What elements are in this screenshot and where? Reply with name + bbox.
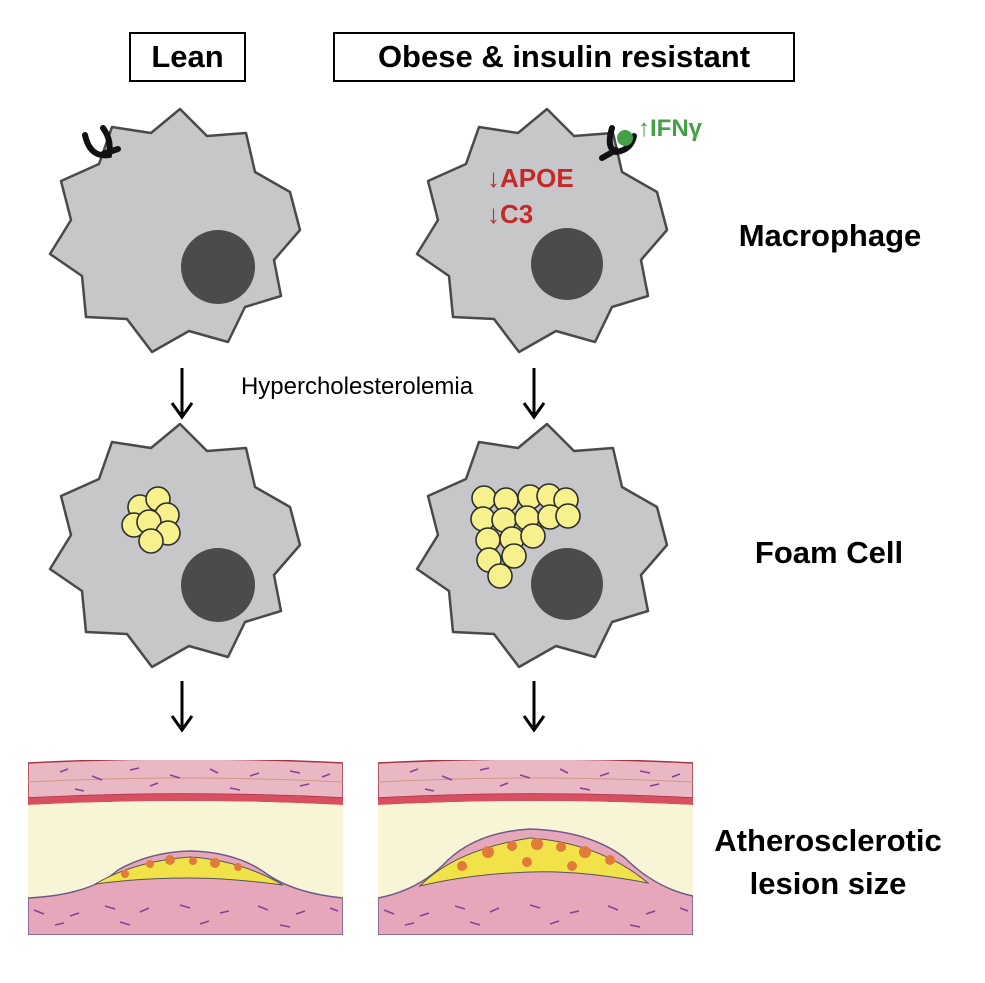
foam-cell-label: Foam Cell: [755, 535, 903, 570]
ifng-label: ↑IFNγ: [638, 115, 703, 142]
obese-macrophage-nucleus: [531, 228, 603, 300]
c3-label: ↓C3: [487, 199, 533, 229]
apoe-label: ↓APOE: [487, 163, 574, 193]
receptor-icon: [82, 125, 121, 159]
hypercholesterolemia-label: Hypercholesterolemia: [241, 373, 474, 400]
down-arrow-icon: [522, 368, 546, 420]
obese-header-label: Obese & insulin resistant: [378, 39, 750, 74]
lean-macrophage-nucleus: [181, 230, 255, 304]
down-arrow-icon: [522, 681, 546, 733]
obese-foam-cell: [415, 422, 669, 669]
lipid-droplet-icon: [121, 486, 181, 554]
lean-header-box: [129, 32, 246, 82]
macrophage-label: Macrophage: [739, 218, 922, 253]
receptor-icon: [599, 125, 637, 161]
lean-artery: [28, 760, 343, 935]
lesion-label-line2: lesion size: [750, 866, 907, 901]
obese-foam-cell-body: [415, 422, 669, 669]
lean-header-label: Lean: [151, 39, 223, 74]
ligand-icon: [617, 130, 633, 146]
lipid-droplet-icon: [470, 483, 581, 589]
obese-header-box: [333, 32, 795, 82]
lean-macrophage: [48, 107, 302, 354]
down-arrow-icon: [170, 368, 194, 420]
down-arrow-icon: [170, 681, 194, 733]
obese-foam-cell-nucleus: [531, 548, 603, 620]
obese-macrophage-body: [415, 107, 669, 354]
obese-macrophage: ↑IFNγ ↓APOE ↓C3: [415, 107, 703, 354]
lean-foam-cell-body: [48, 422, 302, 669]
lean-foam-cell: [48, 422, 302, 669]
lean-header: Lean: [129, 32, 246, 82]
obese-header: Obese & insulin resistant: [333, 32, 795, 82]
lean-foam-cell-nucleus: [181, 548, 255, 622]
obese-artery: [378, 760, 693, 935]
lesion-label-line1: Atherosclerotic: [714, 823, 941, 858]
